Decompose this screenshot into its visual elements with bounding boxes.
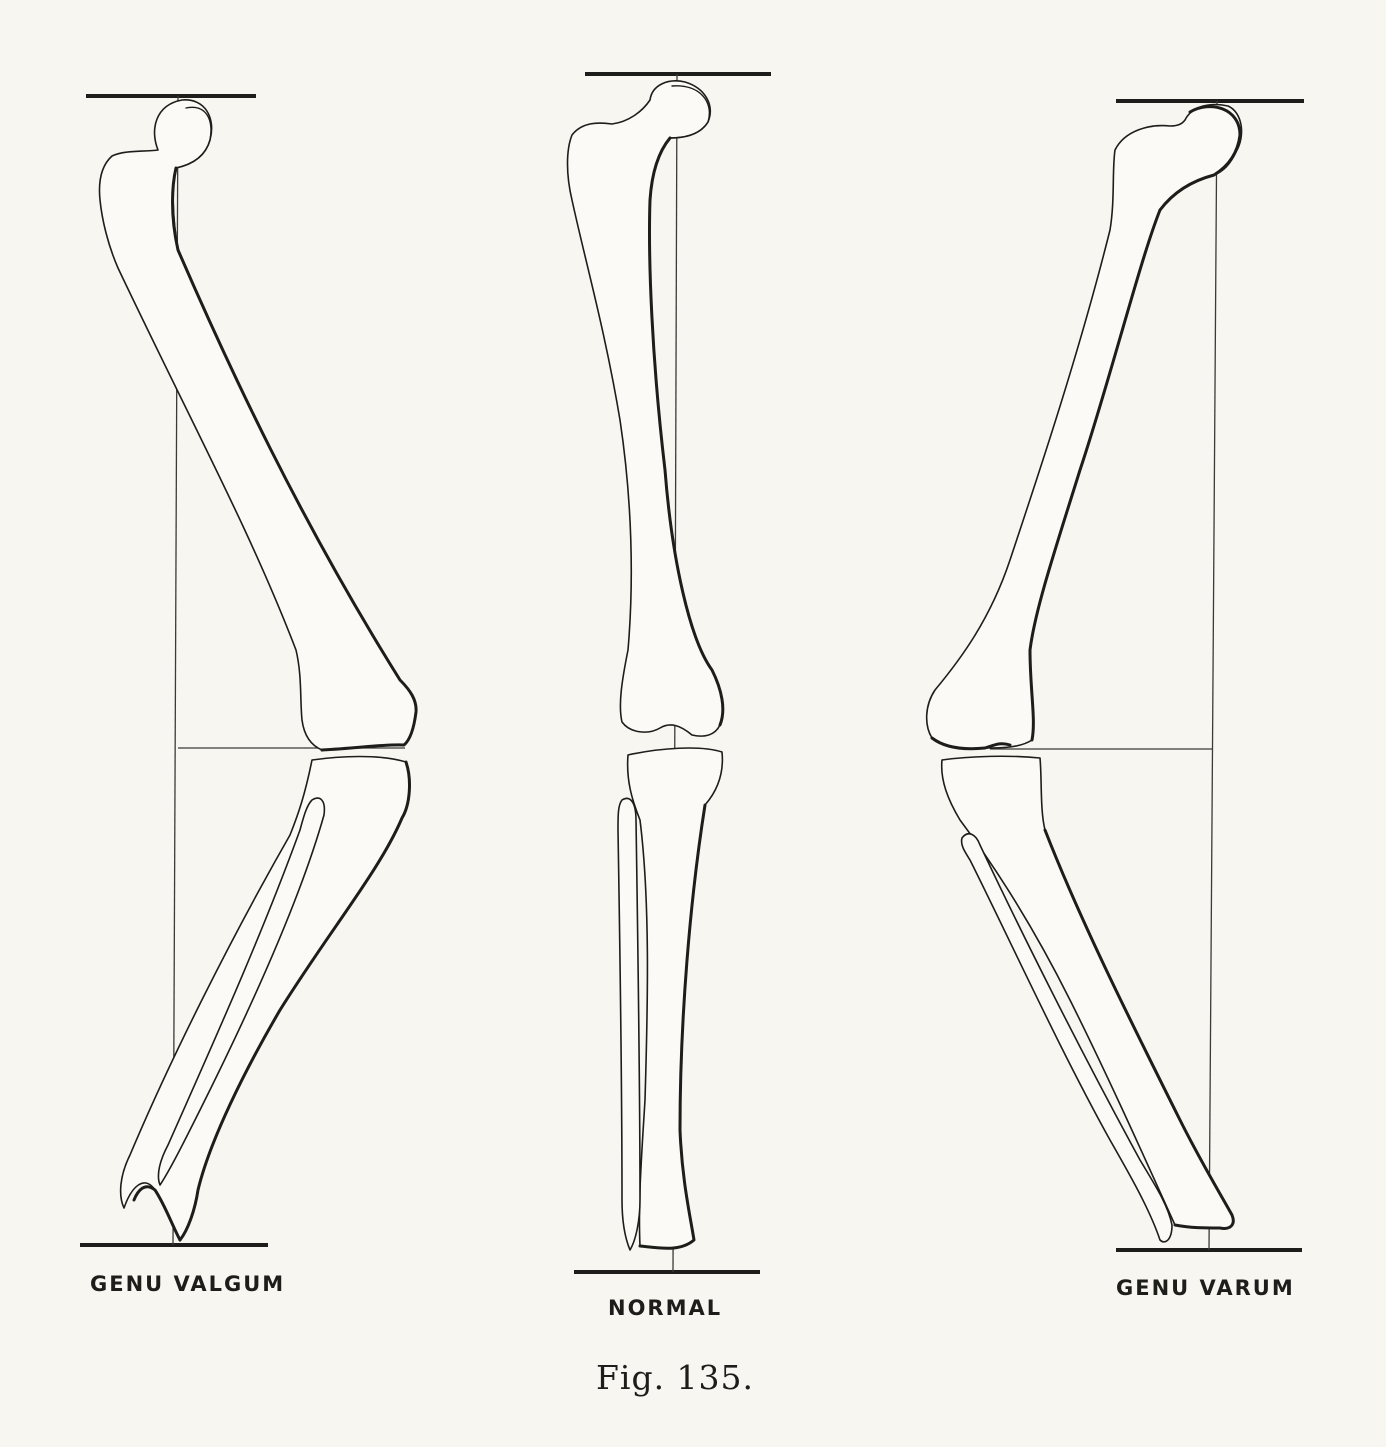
normal-fibula [618, 798, 640, 1250]
genu-varum-drawing [927, 101, 1304, 1250]
normal-tibia [628, 748, 723, 1248]
normal-femur [568, 81, 723, 736]
normal-label: NORMAL [608, 1296, 722, 1320]
varum-weight-axis [1209, 101, 1217, 1250]
genu-varum-label: GENU VARUM [1116, 1276, 1295, 1300]
genu-valgum-label: GENU VALGUM [90, 1272, 285, 1296]
varum-femur [927, 105, 1242, 749]
genu-valgum-drawing [80, 96, 416, 1245]
normal-drawing [568, 74, 772, 1272]
figure-caption: Fig. 135. [596, 1358, 754, 1397]
valgum-fibula [158, 798, 324, 1185]
varum-tibia [942, 756, 1234, 1228]
